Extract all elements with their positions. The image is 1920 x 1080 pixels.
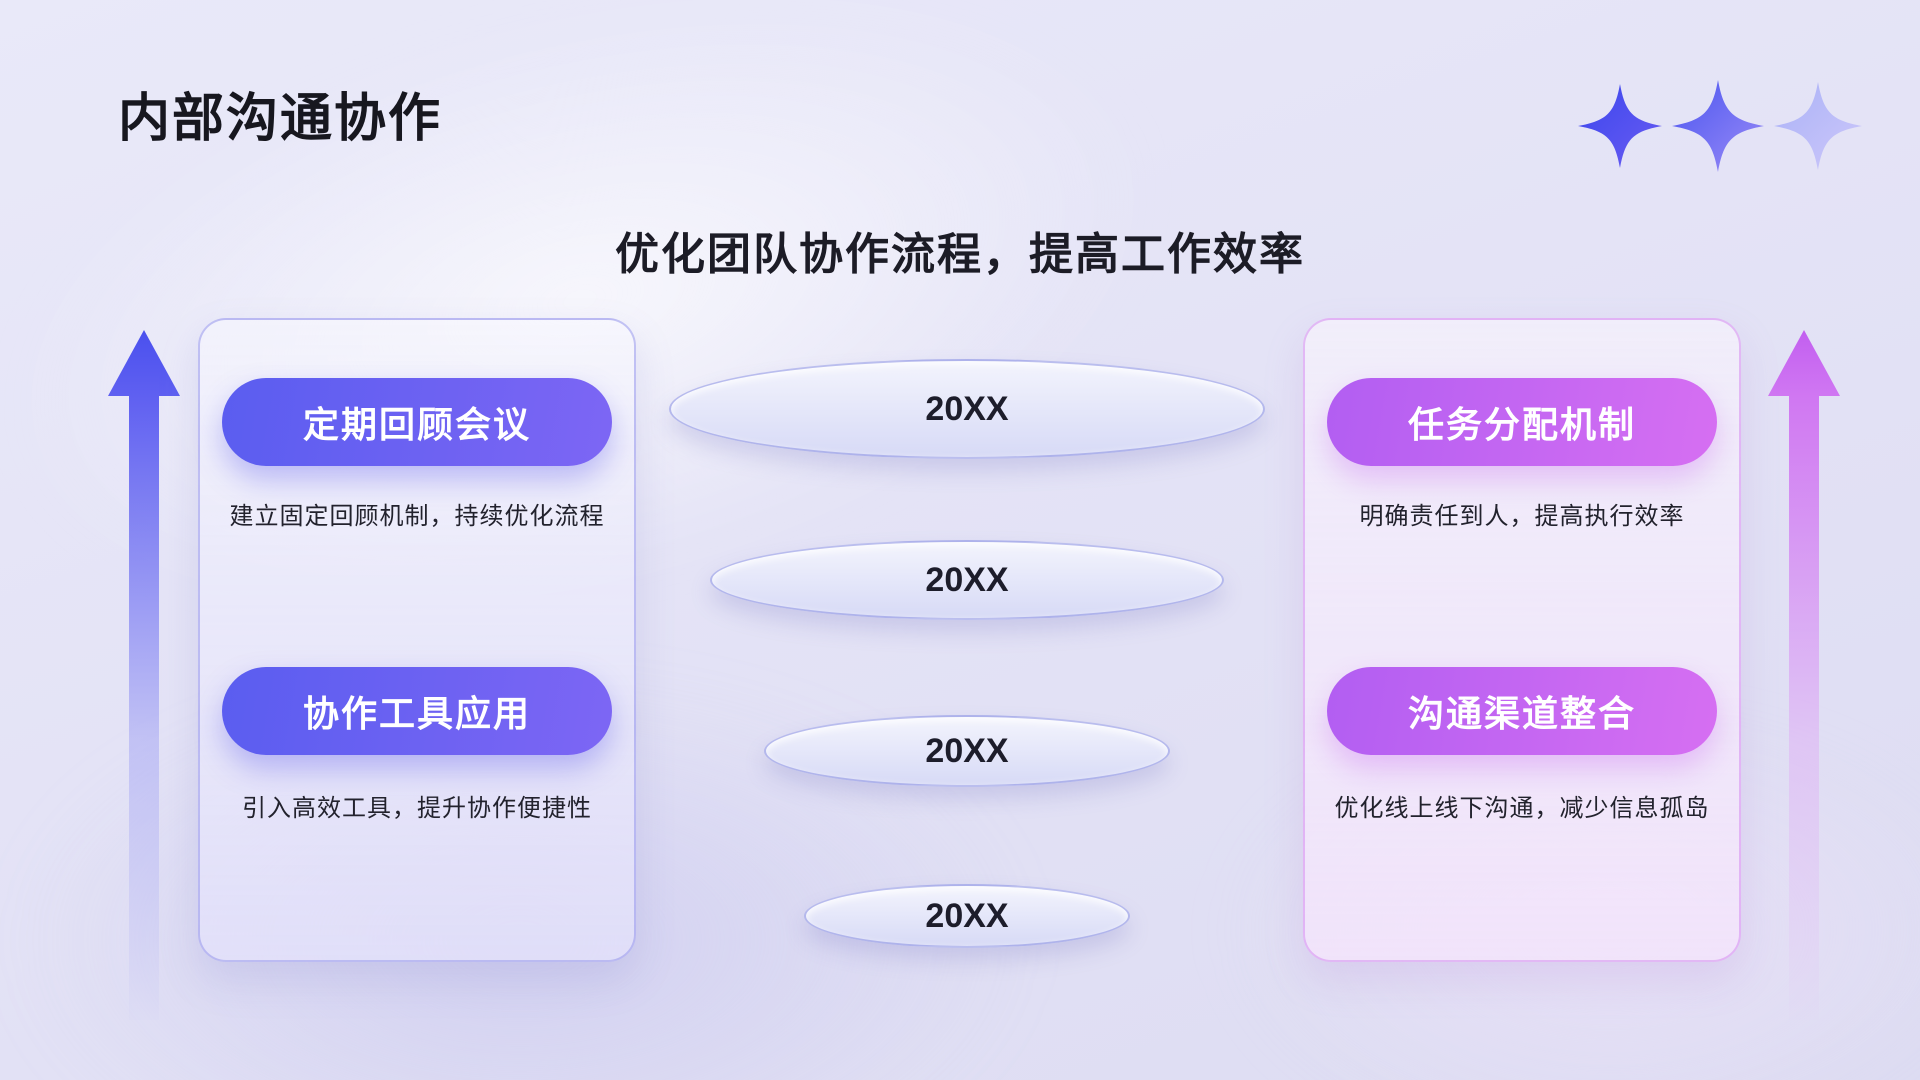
- topic-description: 明确责任到人，提高执行效率: [1359, 503, 1685, 530]
- left-panel: 定期回顾会议 建立固定回顾机制，持续优化流程 协作工具应用 引入高效工具，提升协…: [198, 318, 636, 962]
- up-arrow-left: [108, 330, 180, 1020]
- topic-description: 建立固定回顾机制，持续优化流程: [229, 503, 605, 530]
- topic-pill-channel-integration: 沟通渠道整合: [1327, 667, 1717, 755]
- arrow-head-icon: [108, 330, 180, 396]
- right-panel: 任务分配机制 明确责任到人，提高执行效率 沟通渠道整合 优化线上线下沟通，减少信…: [1303, 318, 1741, 962]
- funnel-level: 20XX: [804, 884, 1130, 948]
- topic-description: 优化线上线下沟通，减少信息孤岛: [1334, 795, 1710, 822]
- arrow-head-icon: [1768, 330, 1840, 396]
- sparkle-icon: [1774, 79, 1862, 173]
- arrow-shaft: [129, 396, 159, 1020]
- funnel-year: 20XX: [925, 896, 1009, 935]
- topic-description: 引入高效工具，提升协作便捷性: [242, 795, 592, 822]
- arrow-shaft: [1789, 396, 1819, 1020]
- funnel-year: 20XX: [925, 560, 1009, 599]
- slide-subtitle: 优化团队协作流程，提高工作效率: [615, 230, 1305, 279]
- sparkle-icon: [1578, 80, 1662, 172]
- sparkles-decoration: [1578, 78, 1862, 174]
- up-arrow-right: [1768, 330, 1840, 1020]
- funnel-level: 20XX: [710, 540, 1224, 620]
- funnel-level: 20XX: [764, 715, 1170, 787]
- topic-pill-review-meeting: 定期回顾会议: [222, 378, 612, 466]
- topic-pill-task-assignment: 任务分配机制: [1327, 378, 1717, 466]
- sparkle-icon: [1672, 78, 1764, 174]
- funnel-year: 20XX: [925, 389, 1009, 428]
- funnel-year: 20XX: [925, 731, 1009, 770]
- funnel-level: 20XX: [669, 359, 1265, 459]
- page-title: 内部沟通协作: [118, 90, 443, 148]
- topic-pill-collab-tools: 协作工具应用: [222, 667, 612, 755]
